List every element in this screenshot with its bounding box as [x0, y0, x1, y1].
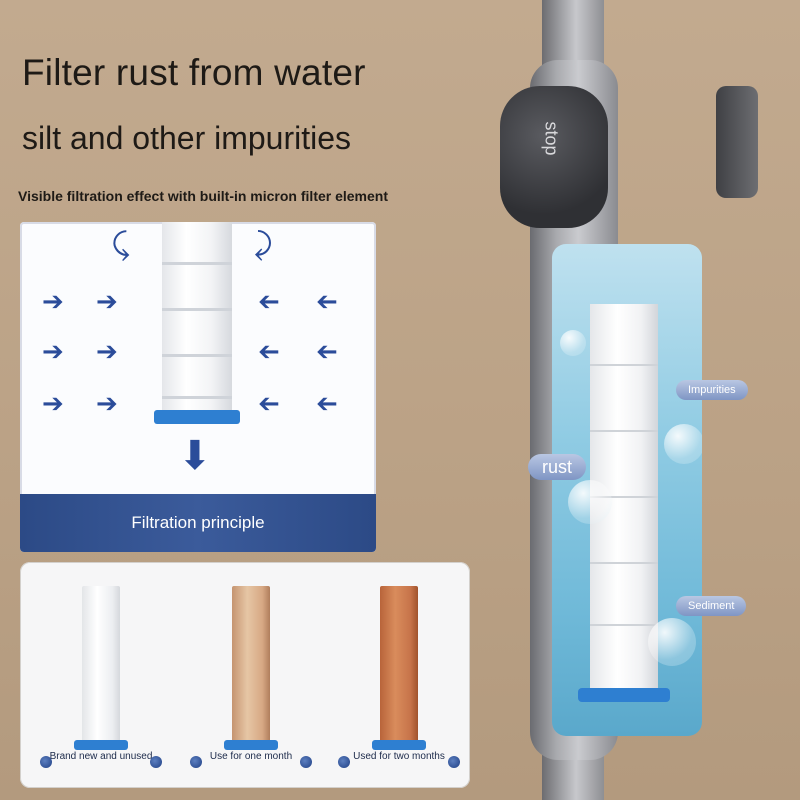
headline: Filter rust from water [22, 52, 366, 93]
filter-base [578, 688, 670, 702]
sediment-bubble [648, 618, 696, 666]
impurity-bubble [560, 330, 586, 356]
one-month-filter-stick [232, 586, 270, 746]
left-arrow-icon: ➔ [258, 388, 280, 418]
curved-arrow-icon: ⤹ [112, 228, 130, 261]
comparison-label-two-months: Used for two months [338, 750, 460, 768]
comparison-label-new: Brand new and unused [40, 750, 162, 768]
filter-base [74, 740, 128, 750]
rust-bubble [568, 480, 612, 524]
stop-label: stop [541, 121, 562, 156]
right-arrow-icon: ➔ [96, 336, 118, 366]
filter-base [372, 740, 426, 750]
left-arrow-icon: ➔ [316, 388, 338, 418]
right-arrow-icon: ➔ [42, 286, 64, 316]
curved-arrow-icon: ⤸ [254, 228, 272, 261]
new-filter-stick [82, 586, 120, 746]
usage-comparison-panel: Brand new and unused Use for one month U… [20, 562, 470, 788]
right-arrow-icon: ➔ [42, 388, 64, 418]
comparison-label-one-month: Use for one month [190, 750, 312, 768]
left-arrow-icon: ➔ [316, 286, 338, 316]
filter-window [552, 244, 702, 736]
subheadline: silt and other impurities [22, 120, 352, 156]
left-arrow-icon: ➔ [258, 336, 280, 366]
sediment-tag: Sediment [676, 596, 747, 616]
right-arrow-icon: ➔ [96, 388, 118, 418]
right-arrow-icon: ➔ [42, 336, 64, 366]
two-month-filter-stick [380, 586, 418, 746]
filter-cartridge [162, 222, 232, 412]
stop-button [500, 86, 608, 228]
right-arrow-icon: ➔ [96, 286, 118, 316]
caption: Visible filtration effect with built-in … [18, 188, 389, 204]
filtration-principle-label: Filtration principle [20, 494, 376, 552]
left-arrow-icon: ➔ [316, 336, 338, 366]
rust-tag: rust [528, 454, 587, 480]
wall-bracket [716, 86, 758, 198]
impurity-bubble [664, 424, 702, 464]
left-arrow-icon: ➔ [258, 286, 280, 316]
impurities-tag: Impurities [676, 380, 748, 400]
down-arrow-icon: ⬇ [178, 434, 212, 478]
cartridge-cap [154, 410, 240, 424]
filter-base [224, 740, 278, 750]
filtration-principle-panel: ⤹ ⤸ ➔ ➔ ➔ ➔ ➔ ➔ ➔ ➔ ➔ ➔ ➔ ➔ ⬇ Filtration… [20, 222, 376, 552]
